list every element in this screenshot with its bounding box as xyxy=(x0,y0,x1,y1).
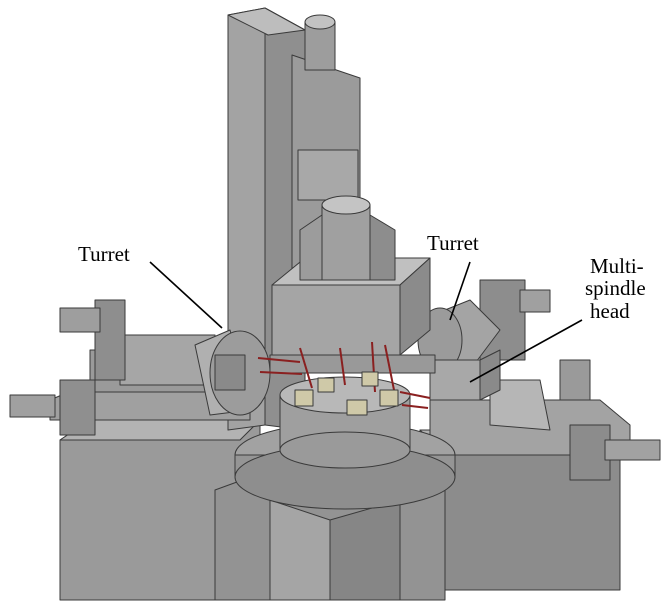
right-side-block xyxy=(569,424,611,481)
label-turret-left: Turret xyxy=(78,242,130,266)
left-rear-shaft xyxy=(59,307,101,333)
head-motor xyxy=(321,204,371,281)
tool-holder xyxy=(361,371,379,387)
right-small-shafts xyxy=(559,359,591,401)
leader-line-multi-spindle xyxy=(469,319,583,383)
head-box-lower xyxy=(269,354,436,374)
tool-bar xyxy=(259,371,303,375)
left-side-block xyxy=(59,379,96,436)
left-turret xyxy=(194,329,271,416)
tool-bar xyxy=(384,344,396,396)
rotary-table xyxy=(234,376,456,510)
left-turret-face xyxy=(214,354,246,391)
right-unit xyxy=(429,279,661,481)
label-multi-spindle-line2: spindle xyxy=(585,276,646,300)
column-slide-block xyxy=(297,149,359,201)
head-motor-cap xyxy=(321,195,371,215)
tool-holder xyxy=(294,389,314,407)
tool-bar xyxy=(257,357,301,363)
spindle-head-side xyxy=(479,349,501,401)
spindle-head-housing xyxy=(269,195,436,374)
label-multi-spindle-line1: Multi- xyxy=(590,254,644,278)
head-motor-brace-right xyxy=(369,214,396,281)
tool-holder xyxy=(346,399,368,416)
leader-lines xyxy=(149,261,583,383)
right-outer-shaft xyxy=(604,439,661,461)
tool-bar xyxy=(401,404,429,409)
right-rear-shaft xyxy=(519,289,551,313)
tool-bar xyxy=(339,347,346,386)
cutting-tools xyxy=(257,341,431,416)
left-outer-shaft xyxy=(9,394,56,418)
head-motor-brace xyxy=(299,214,323,281)
tool-holder xyxy=(379,389,399,407)
head-box-side xyxy=(399,257,431,356)
column-top-motor-cap xyxy=(304,14,336,30)
label-turret-right: Turret xyxy=(427,231,479,255)
right-wedge-bracket xyxy=(489,379,551,431)
leader-line-turret-left xyxy=(149,261,223,329)
multi-spindle-head xyxy=(429,349,501,401)
column-top-motor xyxy=(304,21,336,71)
rotary-drum-bottom xyxy=(279,431,411,469)
tool-bar xyxy=(399,391,431,399)
tool-holder xyxy=(317,377,335,393)
leader-line-turret-right xyxy=(449,261,471,321)
tool-bar xyxy=(299,347,313,389)
label-multi-spindle-line3: head xyxy=(590,299,630,323)
head-box-front xyxy=(271,284,401,356)
